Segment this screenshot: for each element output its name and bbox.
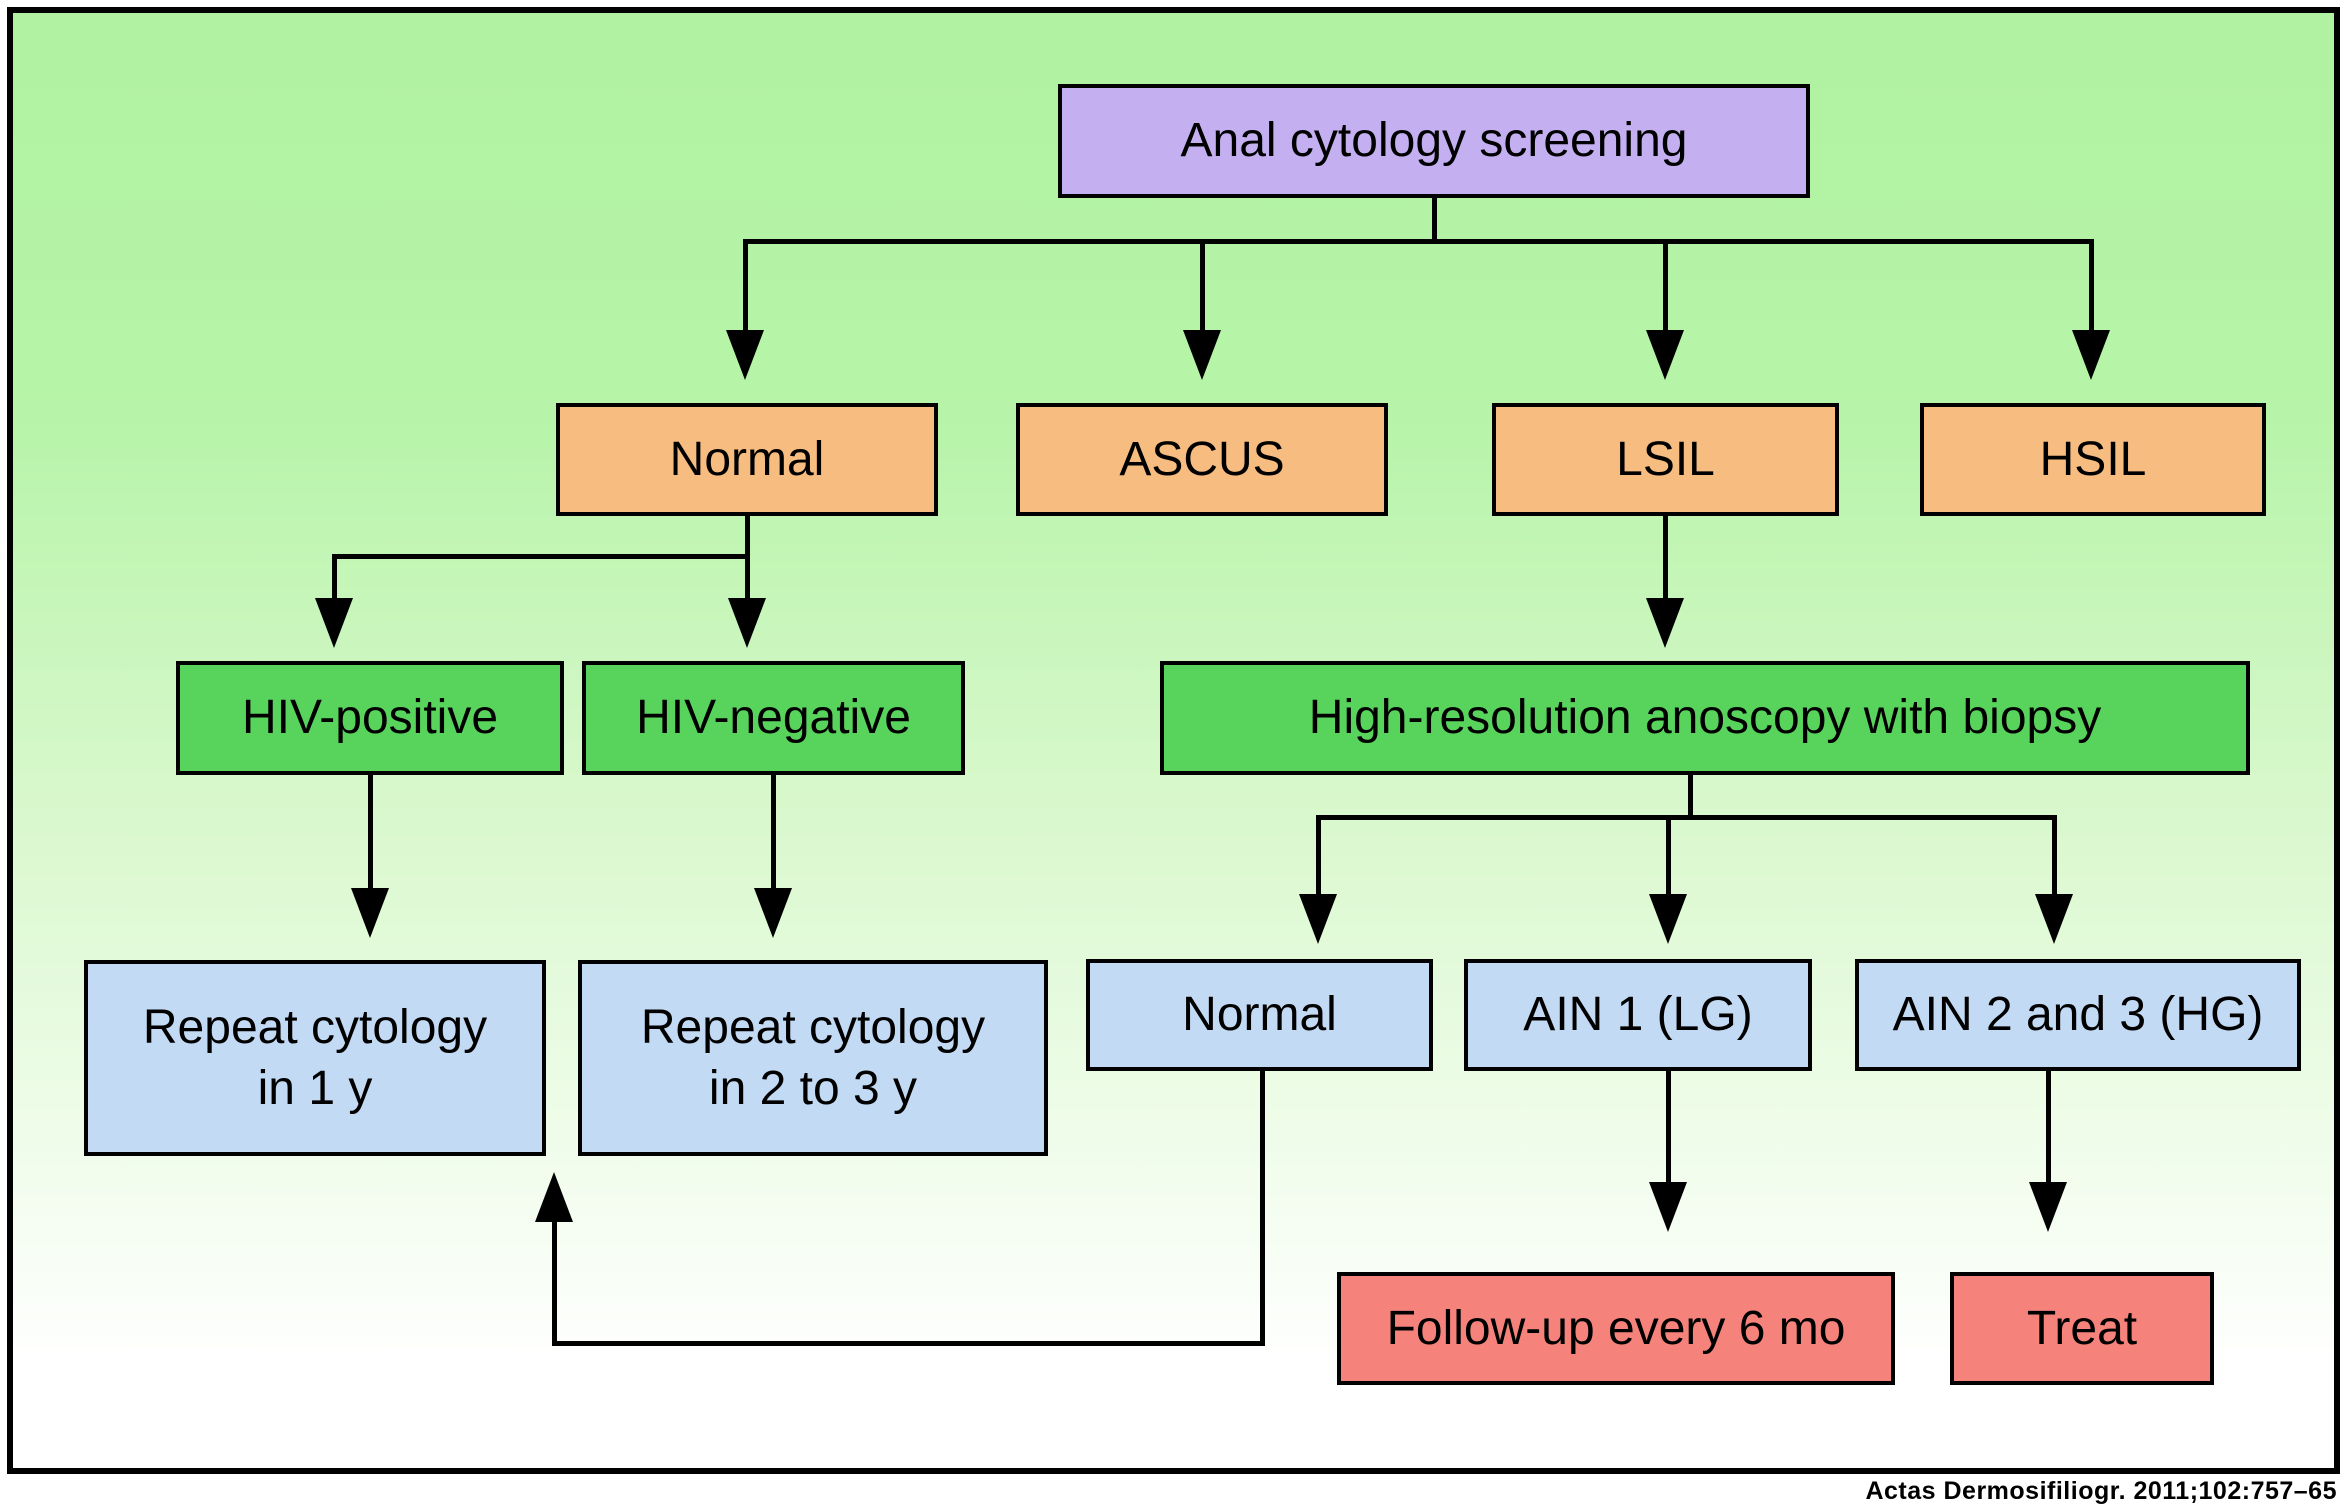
node-biopsy-normal: Normal xyxy=(1086,959,1433,1071)
connector-root-to-normal xyxy=(743,239,748,335)
arrowhead-to-normal-icon xyxy=(726,330,764,380)
arrowhead-to-ain1-icon xyxy=(1649,894,1687,944)
node-ain2-3-hg: AIN 2 and 3 (HG) xyxy=(1855,959,2301,1071)
arrowhead-to-hiv-positive-icon xyxy=(315,598,353,648)
connector-lsil-to-anoscopy xyxy=(1663,515,1668,602)
arrowhead-to-hsil-icon xyxy=(2072,330,2110,380)
node-cytology-normal: Normal xyxy=(556,403,938,516)
node-hsil: HSIL xyxy=(1920,403,2266,516)
arrowhead-to-hiv-negative-icon xyxy=(728,598,766,648)
node-hiv-positive: HIV-positive xyxy=(176,661,564,775)
arrowhead-to-lsil-icon xyxy=(1646,330,1684,380)
connector-root-trunk xyxy=(1432,196,1437,244)
connector-normal-rail xyxy=(332,554,750,559)
node-hiv-negative: HIV-negative xyxy=(582,661,965,775)
connector-loop-horizontal xyxy=(552,1341,1265,1346)
connector-loop-up xyxy=(552,1220,557,1346)
arrowhead-to-repeat-2-3y-icon xyxy=(754,888,792,938)
arrowhead-to-repeat-1y-icon xyxy=(351,888,389,938)
connector-ain2-3-to-treat xyxy=(2046,1070,2051,1186)
connector-normal-to-hiv-negative xyxy=(745,554,750,602)
arrowhead-to-treat-icon xyxy=(2029,1182,2067,1232)
connector-root-rail xyxy=(743,239,2094,244)
connector-root-to-hsil xyxy=(2089,239,2094,335)
arrowhead-to-anoscopy-icon xyxy=(1646,598,1684,648)
connector-anoscopy-rail xyxy=(1316,815,2056,820)
arrowhead-to-ain2-3-icon xyxy=(2035,894,2073,944)
node-treat: Treat xyxy=(1950,1272,2214,1385)
connector-normal-trunk xyxy=(745,515,750,559)
connector-normal-to-hiv-positive xyxy=(332,554,337,602)
connector-ain1-to-followup xyxy=(1666,1070,1671,1186)
node-ascus: ASCUS xyxy=(1016,403,1388,516)
node-repeat-cytology-2-3y: Repeat cytology in 2 to 3 y xyxy=(578,960,1048,1156)
connector-anoscopy-to-ain1 xyxy=(1666,815,1671,898)
node-anal-cytology-screening: Anal cytology screening xyxy=(1058,84,1810,198)
node-ain1-lg: AIN 1 (LG) xyxy=(1464,959,1812,1071)
arrowhead-to-ascus-icon xyxy=(1183,330,1221,380)
node-followup-6mo: Follow-up every 6 mo xyxy=(1337,1272,1895,1385)
arrowhead-to-followup-icon xyxy=(1649,1182,1687,1232)
connector-root-to-lsil xyxy=(1663,239,1668,335)
connector-loop-down xyxy=(1260,1070,1265,1346)
connector-hiv-positive-to-repeat-1y xyxy=(368,774,373,892)
arrowhead-loop-to-repeat-1y-icon xyxy=(535,1172,573,1222)
node-lsil: LSIL xyxy=(1492,403,1839,516)
connector-anoscopy-to-ain2-3 xyxy=(2052,815,2057,898)
connector-anoscopy-trunk xyxy=(1688,774,1693,819)
citation: Actas Dermosifiliogr. 2011;102:757–65 xyxy=(1865,1477,2337,1505)
connector-anoscopy-to-biopsy-normal xyxy=(1316,815,1321,898)
node-high-resolution-anoscopy: High-resolution anoscopy with biopsy xyxy=(1160,661,2250,775)
arrowhead-to-biopsy-normal-icon xyxy=(1299,894,1337,944)
node-repeat-cytology-1y: Repeat cytology in 1 y xyxy=(84,960,546,1156)
connector-root-to-ascus xyxy=(1200,239,1205,335)
connector-hiv-negative-to-repeat-2-3y xyxy=(771,774,776,892)
